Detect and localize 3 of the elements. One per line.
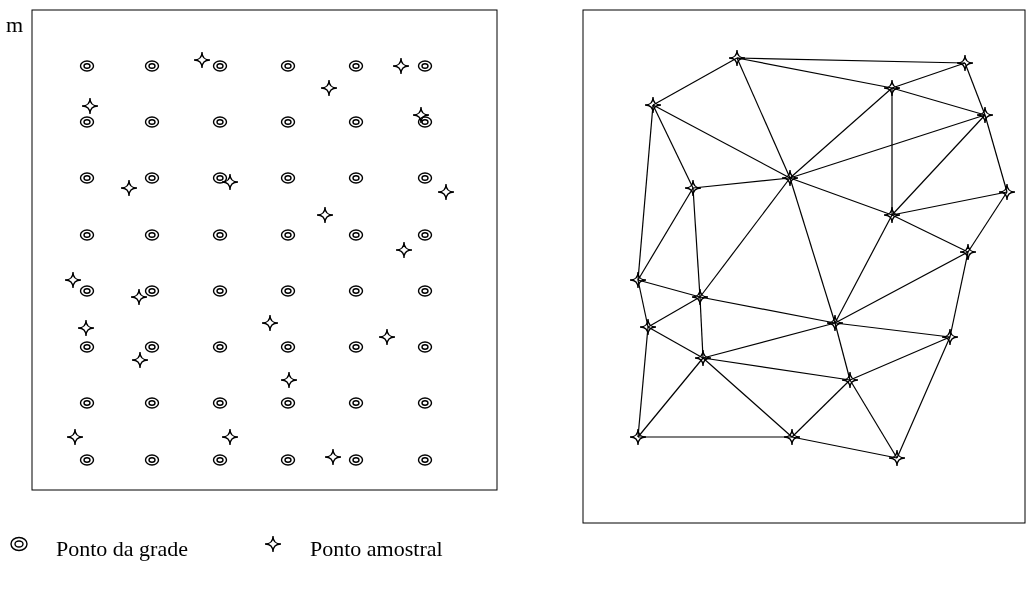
legend-label: Ponto amostral [310, 538, 443, 560]
legend-label: Ponto da grade [56, 538, 188, 560]
cut-off-text: m [6, 14, 24, 36]
